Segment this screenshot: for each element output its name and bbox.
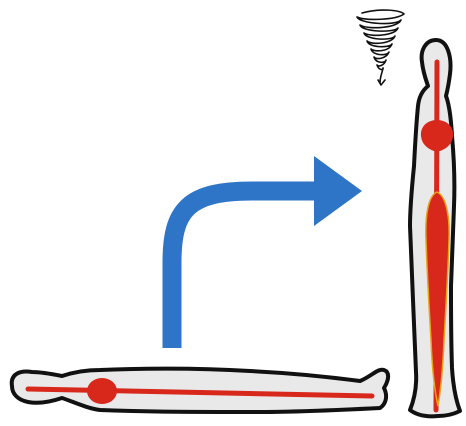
arrow-shaft (172, 191, 330, 348)
spiral-icon (357, 10, 404, 85)
lying-heart (87, 378, 117, 404)
standing-figure (410, 40, 460, 416)
lying-figure (12, 369, 388, 412)
transition-arrow (172, 156, 362, 348)
arrow-head (314, 156, 362, 226)
